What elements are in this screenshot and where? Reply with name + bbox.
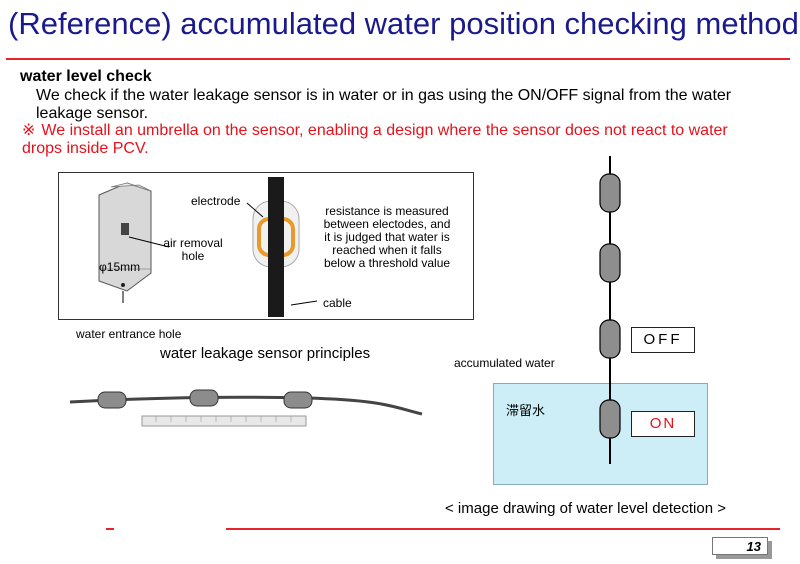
resistance-line-1: resistance is measured — [325, 204, 449, 218]
resistance-line-2: between electodes, and — [323, 217, 451, 231]
water-entrance-hole-mark — [121, 283, 125, 287]
sensor-node-4 — [599, 399, 621, 439]
on-status-box: ON — [631, 411, 695, 437]
sensor-node-3 — [599, 319, 621, 359]
water-level-detection-caption: < image drawing of water level detection… — [445, 500, 726, 517]
water-entrance-label: water entrance hole — [76, 327, 182, 341]
off-status-box: OFF — [631, 327, 695, 353]
air-removal-hole-mark — [121, 223, 129, 235]
title-divider — [6, 58, 790, 60]
resistance-line-3: it is judged that water is — [324, 230, 450, 244]
cable-photo-drawing — [69, 389, 423, 427]
sensor-node-2 — [599, 243, 621, 283]
section-note: ※We install an umbrella on the sensor, e… — [22, 122, 762, 158]
ruler — [141, 415, 307, 427]
sensor-node-1 — [599, 173, 621, 213]
sensor-principles-caption: water leakage sensor principles — [160, 345, 371, 362]
sensor-illustration — [98, 177, 318, 317]
sensor-principle-figure: electrode air removal hole φ15mm resista… — [58, 172, 474, 320]
resistance-line-4: reached when it falls — [332, 243, 442, 257]
resistance-note: resistance is measured between electodes… — [307, 205, 467, 270]
note-mark: ※ — [22, 122, 36, 139]
page-title: (Reference) accumulated water position c… — [8, 6, 799, 41]
sensor-string — [599, 156, 621, 464]
sensor-body — [98, 182, 152, 292]
air-removal-line-1: air removal — [163, 236, 223, 250]
footer-divider-short — [106, 528, 114, 530]
sensor-cable-photo — [66, 372, 426, 452]
footer-divider — [226, 528, 780, 530]
page-number: 13 — [712, 537, 768, 555]
section-body: We check if the water leakage sensor is … — [36, 87, 732, 122]
diameter-label: φ15mm — [99, 260, 141, 274]
note-text: We install an umbrella on the sensor, en… — [22, 122, 728, 157]
accumulated-water-jp-label: 滞留水 — [506, 403, 546, 418]
cable-label: cable — [323, 296, 352, 310]
accumulated-water-label: accumulated water — [454, 356, 555, 370]
electrode-label: electrode — [191, 194, 241, 208]
sensor-cross-section — [252, 177, 300, 317]
air-removal-line-2: hole — [181, 249, 205, 263]
air-removal-label: air removal hole — [161, 237, 225, 263]
section-heading: water level check — [20, 68, 152, 85]
resistance-line-5: below a threshold value — [323, 256, 451, 270]
